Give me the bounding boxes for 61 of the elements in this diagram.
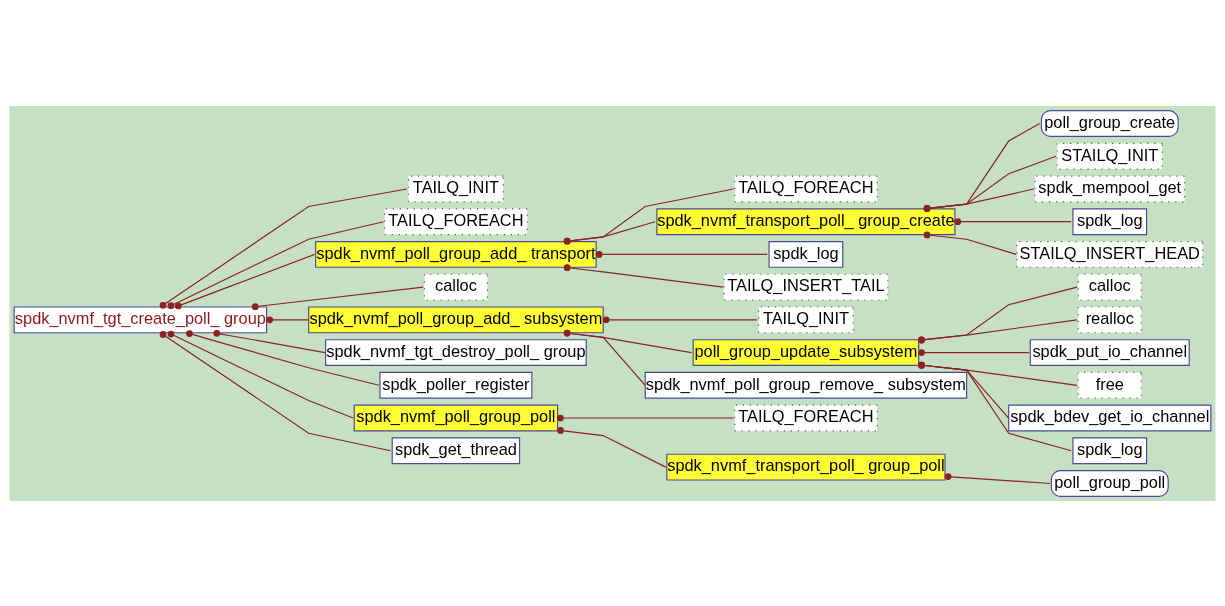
node-box: spdk_mempool_get	[1034, 175, 1186, 202]
connector	[563, 329, 692, 353]
node-box: calloc	[423, 273, 489, 301]
node-box: TAILQ_INSERT_TAIL	[723, 273, 889, 301]
connector	[918, 286, 1078, 343]
connector	[923, 122, 1041, 212]
connector	[251, 286, 424, 310]
node-box: TAILQ_INIT	[758, 305, 854, 333]
node-box: STAILQ_INSERT_HEAD	[1016, 240, 1204, 268]
connector	[174, 253, 316, 309]
node-box: poll_group_poll	[1050, 469, 1169, 497]
node-box: poll_group_create	[1040, 109, 1179, 137]
connector	[266, 315, 310, 323]
connector	[563, 329, 646, 386]
node-box: spdk_nvmf_poll_group_add_ subsystem	[308, 305, 604, 333]
node-box: spdk_log	[768, 240, 844, 268]
connector	[918, 361, 1010, 419]
connector	[159, 187, 408, 309]
connector	[918, 348, 1030, 356]
connector	[557, 414, 735, 421]
connector	[563, 263, 724, 288]
node-box: TAILQ_FOREACH	[734, 175, 878, 202]
connector	[167, 330, 354, 419]
connector	[944, 472, 1051, 484]
node-box: free	[1077, 371, 1142, 399]
connector	[563, 187, 735, 245]
node-box: spdk_log	[1072, 207, 1148, 235]
node-box: realloc	[1077, 305, 1142, 333]
node-box: spdk_nvmf_transport_poll_ group_create	[656, 207, 956, 235]
node-box: spdk_nvmf_poll_group_remove_ subsystem	[644, 371, 968, 399]
node-box: spdk_nvmf_tgt_create_poll_ group	[13, 305, 268, 333]
connector	[557, 426, 667, 468]
connector	[602, 315, 758, 323]
node-box: calloc	[1077, 273, 1142, 301]
node-box: TAILQ_FOREACH	[734, 404, 878, 431]
connector	[918, 361, 1078, 386]
node-box: spdk_poller_register	[379, 371, 533, 399]
node-box: spdk_log	[1072, 436, 1148, 464]
node-box: spdk_nvmf_poll_group_poll	[353, 404, 559, 431]
connector	[923, 187, 1035, 212]
connector	[923, 231, 1017, 255]
node-box: TAILQ_FOREACH	[384, 207, 528, 235]
connector	[918, 361, 1072, 451]
node-box: poll_group_update_subsystem	[692, 338, 920, 366]
connector	[595, 250, 768, 258]
connector	[186, 329, 380, 386]
node-box: spdk_get_thread	[391, 436, 521, 464]
node-box: STAILQ_INIT	[1056, 142, 1163, 170]
connector	[159, 330, 392, 451]
node-box: TAILQ_INIT	[408, 175, 504, 202]
connector	[213, 329, 326, 353]
connector	[167, 220, 385, 309]
connector	[918, 318, 1078, 343]
connector	[923, 155, 1057, 212]
node-box: spdk_nvmf_poll_group_add_ transport	[315, 240, 597, 268]
node-box: spdk_bdev_get_io_channel	[1008, 404, 1212, 431]
node-box: spdk_put_io_channel	[1029, 338, 1190, 366]
connector	[563, 220, 656, 245]
connector	[954, 217, 1072, 225]
node-box: spdk_nvmf_transport_poll_ group_poll	[666, 453, 946, 481]
node-box: spdk_nvmf_tgt_destroy_poll_ group	[325, 338, 587, 366]
